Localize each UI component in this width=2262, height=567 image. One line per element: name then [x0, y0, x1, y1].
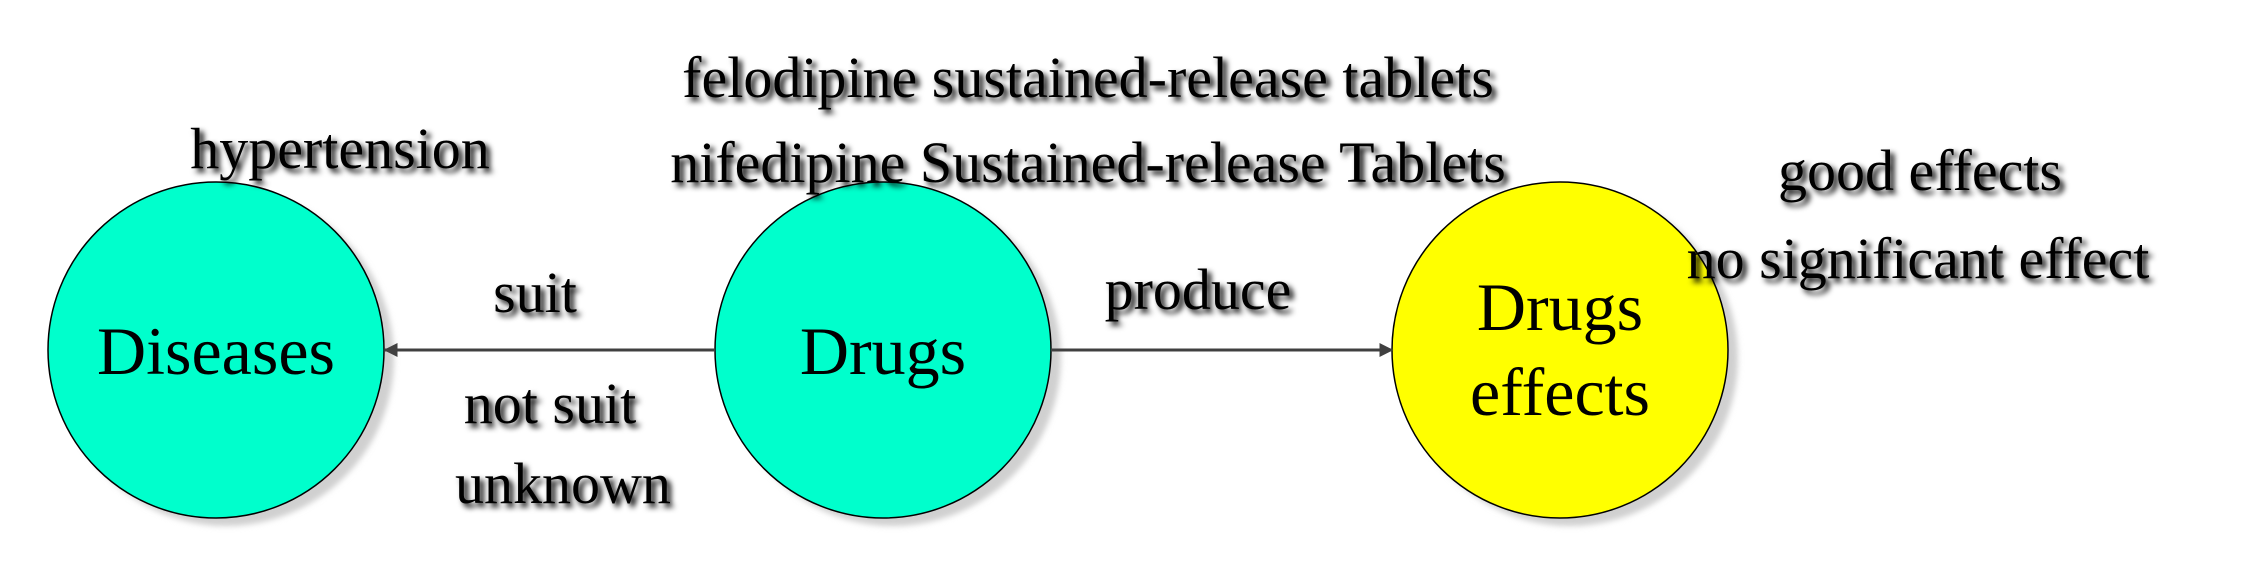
felodipine-label: felodipine sustained-release tablets	[682, 45, 1494, 110]
drugs-effects-node[interactable]	[1391, 181, 1729, 519]
good-effects-label: good effects	[1778, 138, 2062, 203]
hypertension-shadow: hypertension	[194, 120, 494, 185]
suit-shadow: suit	[497, 264, 581, 329]
produce-shadow: produce	[1109, 261, 1296, 326]
hypertension-label: hypertension	[190, 116, 490, 181]
drug1-shadow: felodipine sustained-release tablets	[686, 49, 1498, 114]
effect1-shadow: good effects	[1782, 142, 2066, 207]
drugs-effects-node-label-line1: Drugs	[1477, 269, 1643, 345]
produce-edge-label: produce	[1105, 257, 1292, 322]
nifedipine-label: nifedipine Sustained-release Tablets	[670, 130, 1506, 195]
no-significant-effect-label: no significant effect	[1687, 226, 2150, 291]
not-suit-edge-label: not suit	[464, 371, 636, 436]
unknown-shadow: unknown	[459, 455, 675, 520]
not-suit-shadow: not suit	[468, 375, 640, 440]
diseases-node-label: Diseases	[97, 313, 335, 389]
drugs-effects-node-label-line2: effects	[1470, 354, 1650, 430]
annotation-shadows: hypertension felodipine sustained-releas…	[194, 49, 2153, 520]
effect2-shadow: no significant effect	[1691, 230, 2154, 295]
drugs-node-label: Drugs	[800, 313, 966, 389]
unknown-edge-label: unknown	[455, 451, 671, 516]
suit-edge-label: suit	[493, 260, 577, 325]
drug2-shadow: nifedipine Sustained-release Tablets	[674, 134, 1510, 199]
